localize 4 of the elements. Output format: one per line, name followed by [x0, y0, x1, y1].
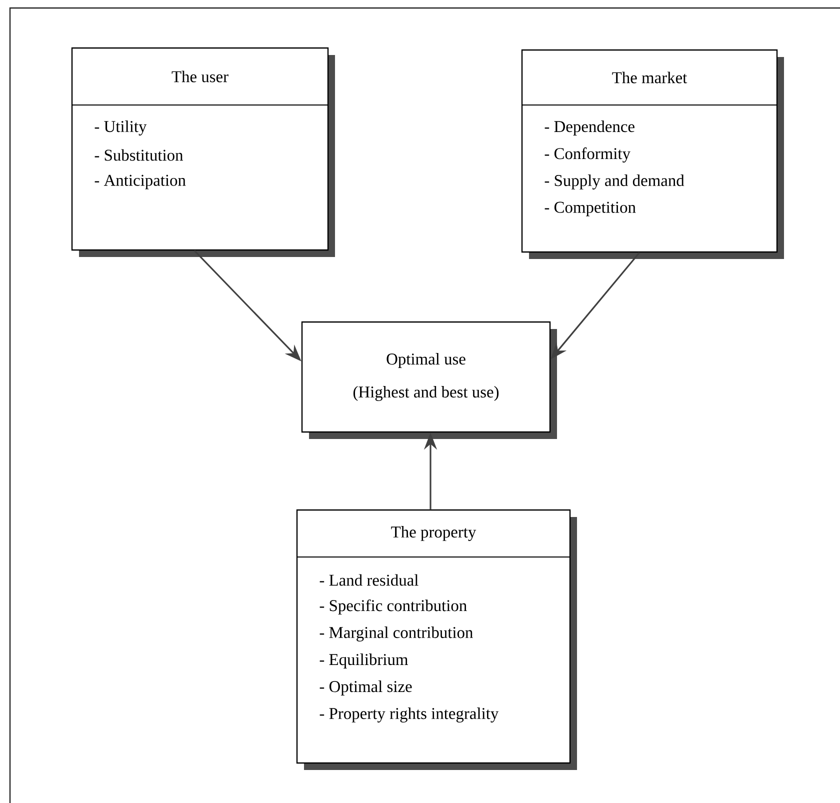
list-box: The property - Land residual - Specific contribution - Marginal contribution - Equilibrium - Optimal size - Property rights integrality [296, 509, 577, 770]
list-box: The market - Dependence - Conformity - Supply and demand - Competition [521, 49, 784, 259]
list-box: Optimal use (Highest and best use) [301, 321, 557, 439]
list-box: The user - Utility - Substitution - Anticipation [71, 47, 335, 257]
